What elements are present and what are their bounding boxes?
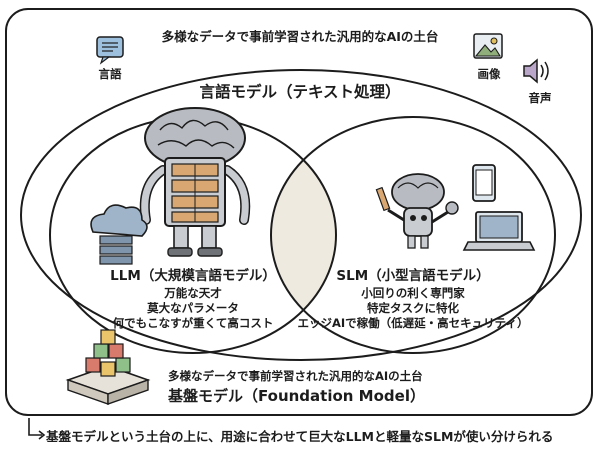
top-caption: 多様なデータで事前学習された汎用的なAIの土台 <box>161 29 439 44</box>
foundation-caption: 多様なデータで事前学習された汎用的なAIの土台 <box>168 369 423 383</box>
cloud-server-icon <box>90 204 148 265</box>
language-model-ellipse <box>20 69 582 361</box>
foundation-title: 基盤モデル（Foundation Model） <box>168 387 425 405</box>
brain-robot-icon <box>139 107 251 257</box>
slm-line-2: 特定タスクに特化 <box>367 301 459 315</box>
language-label: 言語 <box>98 67 122 81</box>
slm-circle <box>270 116 556 354</box>
slm-title: SLM（小型言語モデル） <box>336 268 490 284</box>
speech-bubble-icon <box>96 36 124 65</box>
small-brain-robot-icon <box>375 173 459 249</box>
corner-arrow-icon <box>28 418 46 440</box>
llm-line-1: 万能な天才 <box>164 286 222 300</box>
laptop-icon <box>462 211 536 251</box>
picture-icon <box>473 33 503 59</box>
footer-text: 基盤モデルという土台の上に、用途に合わせて巨大なLLMと軽量なSLMが使い分けら… <box>46 429 554 444</box>
llm-title: LLM（大規模言語モデル） <box>110 268 276 284</box>
speaker-icon <box>523 58 549 84</box>
slm-line-1: 小回りの利く専門家 <box>361 286 465 300</box>
llm-line-3: 何でもこなすが重くて高コスト <box>112 316 274 330</box>
image-label: 画像 <box>477 67 501 81</box>
language-model-title: 言語モデル（テキスト処理） <box>199 83 401 101</box>
cube-stack-icon <box>65 329 151 405</box>
llm-line-2: 莫大なパラメータ <box>147 301 239 315</box>
smartphone-icon <box>472 164 496 202</box>
audio-label: 音声 <box>528 91 552 105</box>
slm-line-3: エッジAIで稼働（低遅延・高セキュリティ） <box>297 316 529 330</box>
